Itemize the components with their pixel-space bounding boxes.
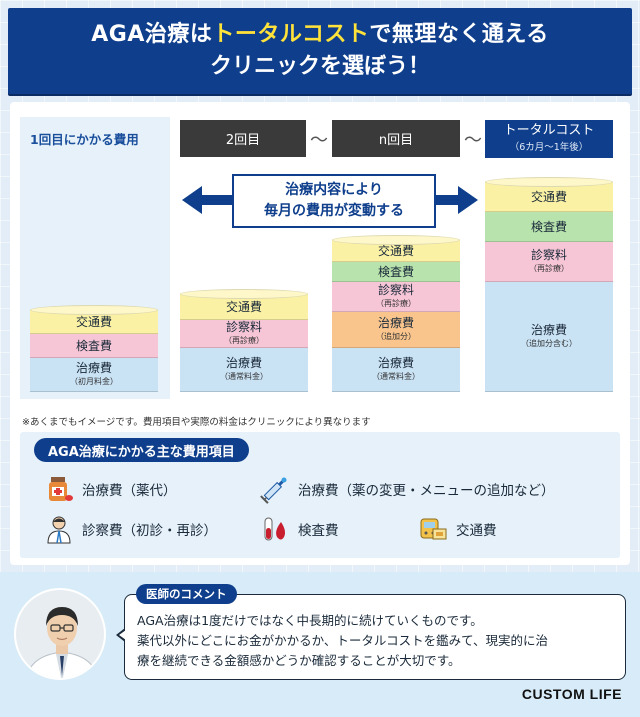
segment-label: 治療費	[75, 360, 112, 375]
segment-sublabel: （通常料金）	[372, 371, 420, 381]
stack-segment: 検査費	[485, 212, 613, 242]
segment-label: 診察料	[530, 247, 567, 262]
callout-line2: 毎月の費用が変動する	[264, 203, 404, 219]
phase-nth: n回目	[332, 120, 460, 157]
variation-callout: 治療内容により 毎月の費用が変動する	[232, 174, 436, 228]
segment-sublabel: （初月料金）	[70, 376, 118, 386]
headline-highlight: トータルコスト	[212, 22, 370, 47]
item-medicine: 治療費（薬代）	[44, 474, 177, 504]
item-consultation: 診察費（初診・再診）	[44, 514, 217, 544]
stack-segment: 交通費	[485, 182, 613, 212]
item-label: 検査費	[298, 523, 339, 539]
stack-segment: 治療費（通常料金）	[180, 348, 308, 392]
stack-segment: 診察料（再診療）	[332, 282, 460, 312]
header-banner: AGA治療はトータルコストで無理なく通える クリニックを選ぼう！	[8, 8, 632, 94]
segment-sublabel: （再診療）	[529, 263, 569, 273]
cost-diagram-panel: 1回目にかかる費用 2回目 〜 n回目 〜 トータルコスト （6カ月〜1年後） …	[10, 102, 630, 565]
stack-segment: 診察料（再診療）	[485, 242, 613, 282]
segment-label: 交通費	[75, 314, 112, 329]
comment-tag: 医師のコメント	[136, 584, 237, 604]
headline-line2: クリニックを選ぼう！	[209, 54, 430, 79]
segment-label: 検査費	[377, 264, 414, 279]
item-syringe: 治療費（薬の変更・メニューの追加など）	[260, 474, 555, 504]
doctor-avatar	[14, 588, 106, 680]
brand-logo: CUSTOM LIFE	[521, 686, 622, 702]
cost-stack-second: 交通費診察料（再診療）治療費（通常料金）	[180, 289, 308, 392]
stack-top-cap	[332, 235, 460, 245]
segment-label: 検査費	[75, 338, 112, 353]
segment-label: 治療費	[530, 322, 567, 337]
segment-label: 治療費	[225, 355, 262, 370]
phase-second: 2回目	[180, 120, 306, 157]
item-transport: 交通費	[418, 514, 497, 544]
segment-label: 交通費	[225, 299, 262, 314]
stack-segment: 検査費	[332, 262, 460, 282]
cost-stack-total: 交通費検査費診察料（再診療）治療費（追加分含む）	[485, 177, 613, 392]
cost-stack-first: 交通費検査費治療費（初月料金）	[30, 305, 158, 392]
item-blood-test: 検査費	[260, 514, 339, 544]
comment-line2: 薬代以外にどこにお金がかかるか、トータルコストを鑑みて、現実的に治	[137, 633, 549, 648]
stack-segment: 治療費（通常料金）	[332, 348, 460, 392]
tilde-1: 〜	[310, 130, 328, 151]
tilde-2: 〜	[464, 130, 482, 151]
stack-segment: 治療費（追加分）	[332, 312, 460, 348]
headline-line1: AGA治療はトータルコストで無理なく通える	[91, 19, 549, 51]
segment-label: 診察料	[377, 282, 414, 297]
segment-sublabel: （追加分）	[376, 331, 416, 341]
item-label: 交通費	[456, 523, 497, 539]
disclaimer-note: ※あくまでもイメージです。費用項目や実際の料金はクリニックにより異なります	[22, 417, 371, 428]
callout-line1: 治療内容により	[285, 182, 383, 198]
stack-top-cap	[30, 305, 158, 315]
stack-top-cap	[180, 289, 308, 299]
medicine-bottle-icon	[44, 474, 74, 504]
cost-items-title: AGA治療にかかる主な費用項目	[34, 438, 249, 462]
item-label: 診察費（初診・再診）	[82, 523, 217, 539]
stack-segment: 検査費	[30, 334, 158, 358]
stack-segment: 交通費	[332, 240, 460, 262]
doctor-icon	[44, 514, 74, 544]
stack-segment: 診察料（再診療）	[180, 320, 308, 348]
segment-sublabel: （再診療）	[376, 298, 416, 308]
cost-stack-nth: 交通費検査費診察料（再診療）治療費（追加分）治療費（通常料金）	[332, 235, 460, 392]
segment-label: 交通費	[530, 189, 567, 204]
train-ticket-icon	[418, 514, 448, 544]
total-label: トータルコスト	[503, 123, 595, 138]
segment-label: 治療費	[377, 355, 414, 370]
headline-prefix: AGA治療は	[91, 22, 213, 47]
cost-items-box: AGA治療にかかる主な費用項目 治療費（薬代） 治療費（薬の変更・メニューの追加…	[20, 432, 620, 558]
segment-sublabel: （再診療）	[224, 335, 264, 345]
segment-label: 治療費	[377, 315, 414, 330]
comment-line3: 療を継続できる金額感かどうか確認することが大切です。	[137, 653, 461, 668]
segment-label: 交通費	[377, 243, 414, 258]
bubble-tail-inner	[118, 629, 126, 640]
comment-bubble: AGA治療は1度だけではなく中長期的に続けていくものです。 薬代以外にどこにお金…	[124, 594, 626, 680]
headline-suffix: で無理なく通える	[369, 22, 549, 47]
segment-sublabel: （追加分含む）	[521, 338, 577, 348]
blood-test-icon	[260, 514, 290, 544]
item-label: 治療費（薬の変更・メニューの追加など）	[298, 483, 555, 499]
stack-segment: 治療費（初月料金）	[30, 358, 158, 392]
segment-label: 診察料	[225, 319, 262, 334]
total-sub-label: （6カ月〜1年後）	[509, 142, 589, 153]
stack-top-cap	[485, 177, 613, 187]
phase-total: トータルコスト （6カ月〜1年後）	[485, 120, 613, 158]
syringe-icon	[260, 474, 290, 504]
segment-label: 検査費	[530, 219, 567, 234]
doctor-comment-section: AGA治療は1度だけではなく中長期的に続けていくものです。 薬代以外にどこにお金…	[0, 572, 640, 717]
segment-sublabel: （通常料金）	[220, 371, 268, 381]
item-label: 治療費（薬代）	[82, 483, 177, 499]
first-visit-label: 1回目にかかる費用	[30, 132, 139, 147]
comment-line1: AGA治療は1度だけではなく中長期的に続けていくものです。	[137, 613, 483, 628]
stack-segment: 治療費（追加分含む）	[485, 282, 613, 392]
